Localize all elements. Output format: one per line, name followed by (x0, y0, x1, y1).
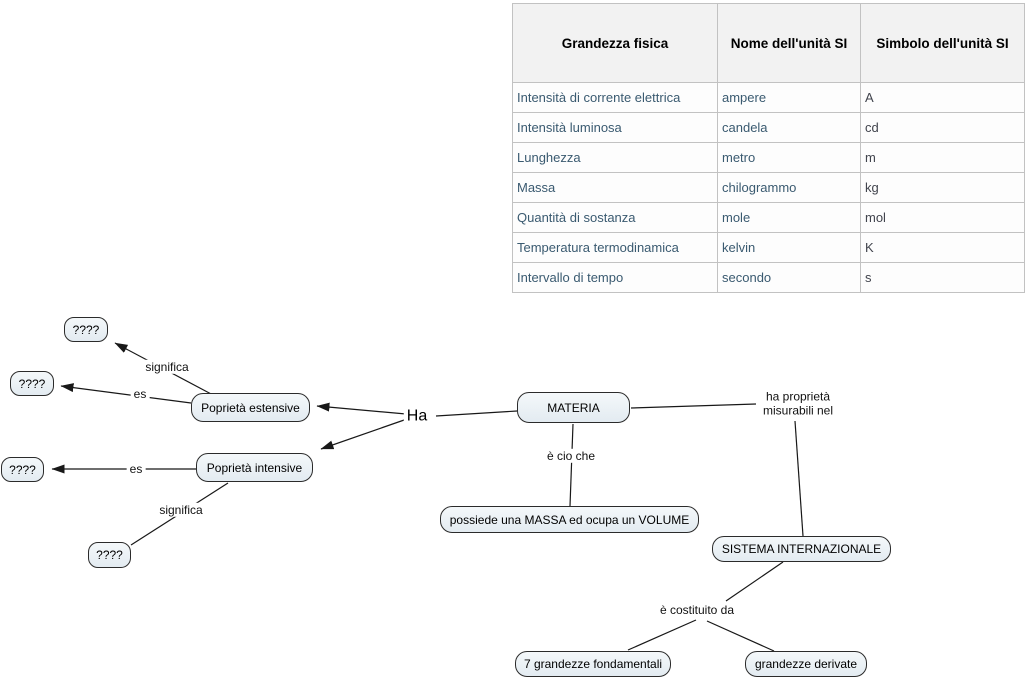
node-possiede-massa-volume[interactable]: possiede una MASSA ed ocupa un VOLUME (440, 506, 699, 533)
line-ha-intensive (320, 418, 408, 450)
table-row: Intensità di corrente elettrica ampere A (512, 82, 1025, 113)
line-ha-estensive (316, 402, 407, 415)
line-costituito-fondamentali (627, 619, 697, 651)
cell-quantity: Intensità luminosa (512, 112, 718, 143)
cell-unit-name: chilogrammo (717, 172, 861, 203)
line-estensive-es-unknown2 (60, 383, 192, 404)
cell-quantity: Intervallo di tempo (512, 262, 718, 293)
table-row: Lunghezza metro m (512, 142, 1025, 173)
line-haproprieta-sistema (794, 420, 804, 537)
node-materia[interactable]: MATERIA (517, 392, 630, 423)
cell-unit-symbol: K (860, 232, 1025, 263)
link-ha[interactable]: Ha (403, 406, 431, 426)
node-proprieta-intensive[interactable]: Poprietà intensive (196, 453, 313, 482)
table-row: Intervallo di tempo secondo s (512, 262, 1025, 293)
header-grandezza-fisica: Grandezza fisica (512, 3, 718, 83)
header-nome-unita-si: Nome dell'unità SI (717, 3, 861, 83)
line-materia-haproprieta (630, 403, 757, 409)
node-unknown-1[interactable]: ???? (64, 317, 108, 342)
node-grandezze-derivate[interactable]: grandezze derivate (745, 651, 867, 677)
line-sistema-costituito (725, 561, 784, 602)
link-es-left[interactable]: es (126, 461, 146, 477)
line-materia-ha (435, 410, 518, 417)
cell-unit-name: kelvin (717, 232, 861, 263)
link-es-top[interactable]: es (130, 386, 150, 402)
si-units-table: Grandezza fisica Nome dell'unità SI Simb… (512, 3, 1025, 293)
cell-unit-symbol: cd (860, 112, 1025, 143)
cell-unit-name: ampere (717, 82, 861, 113)
cell-unit-symbol: kg (860, 172, 1025, 203)
node-unknown-3[interactable]: ???? (1, 457, 44, 482)
link-e-costituito-da[interactable]: è costituito da (656, 602, 738, 618)
line-materia-possiede (569, 423, 574, 507)
table-row: Temperatura termodinamica kelvin K (512, 232, 1025, 263)
cell-unit-symbol: mol (860, 202, 1025, 233)
node-sistema-internazionale[interactable]: SISTEMA INTERNAZIONALE (712, 536, 891, 562)
link-ha-proprieta-line2: misurabili nel (762, 404, 834, 418)
cell-quantity: Temperatura termodinamica (512, 232, 718, 263)
cell-unit-name: secondo (717, 262, 861, 293)
link-e-cio-che[interactable]: è cio che (543, 448, 599, 464)
node-unknown-4[interactable]: ???? (88, 542, 131, 568)
table-header-row: Grandezza fisica Nome dell'unità SI Simb… (512, 3, 1025, 83)
table-row: Intensità luminosa candela cd (512, 112, 1025, 143)
link-significa-bottom[interactable]: significa (156, 502, 206, 518)
link-ha-proprieta-line1: ha proprietà (765, 389, 831, 404)
table-row: Massa chilogrammo kg (512, 172, 1025, 203)
cell-quantity: Massa (512, 172, 718, 203)
cell-unit-symbol: m (860, 142, 1025, 173)
line-costituito-derivate (706, 620, 775, 652)
table-row: Quantità di sostanza mole mol (512, 202, 1025, 233)
cell-unit-symbol: s (860, 262, 1025, 293)
cell-quantity: Lunghezza (512, 142, 718, 173)
cell-unit-name: metro (717, 142, 861, 173)
node-proprieta-estensive[interactable]: Poprietà estensive (191, 393, 310, 422)
cell-quantity: Intensità di corrente elettrica (512, 82, 718, 113)
link-significa-top[interactable]: significa (142, 359, 192, 375)
cell-unit-name: mole (717, 202, 861, 233)
node-grandezze-fondamentali[interactable]: 7 grandezze fondamentali (515, 651, 671, 677)
cell-quantity: Quantità di sostanza (512, 202, 718, 233)
cell-unit-symbol: A (860, 82, 1025, 113)
link-ha-proprieta-misurabili[interactable]: ha proprietà misurabili nel (759, 389, 837, 419)
cell-unit-name: candela (717, 112, 861, 143)
header-simbolo-unita-si: Simbolo dell'unità SI (860, 3, 1025, 83)
node-unknown-2[interactable]: ???? (10, 371, 54, 396)
